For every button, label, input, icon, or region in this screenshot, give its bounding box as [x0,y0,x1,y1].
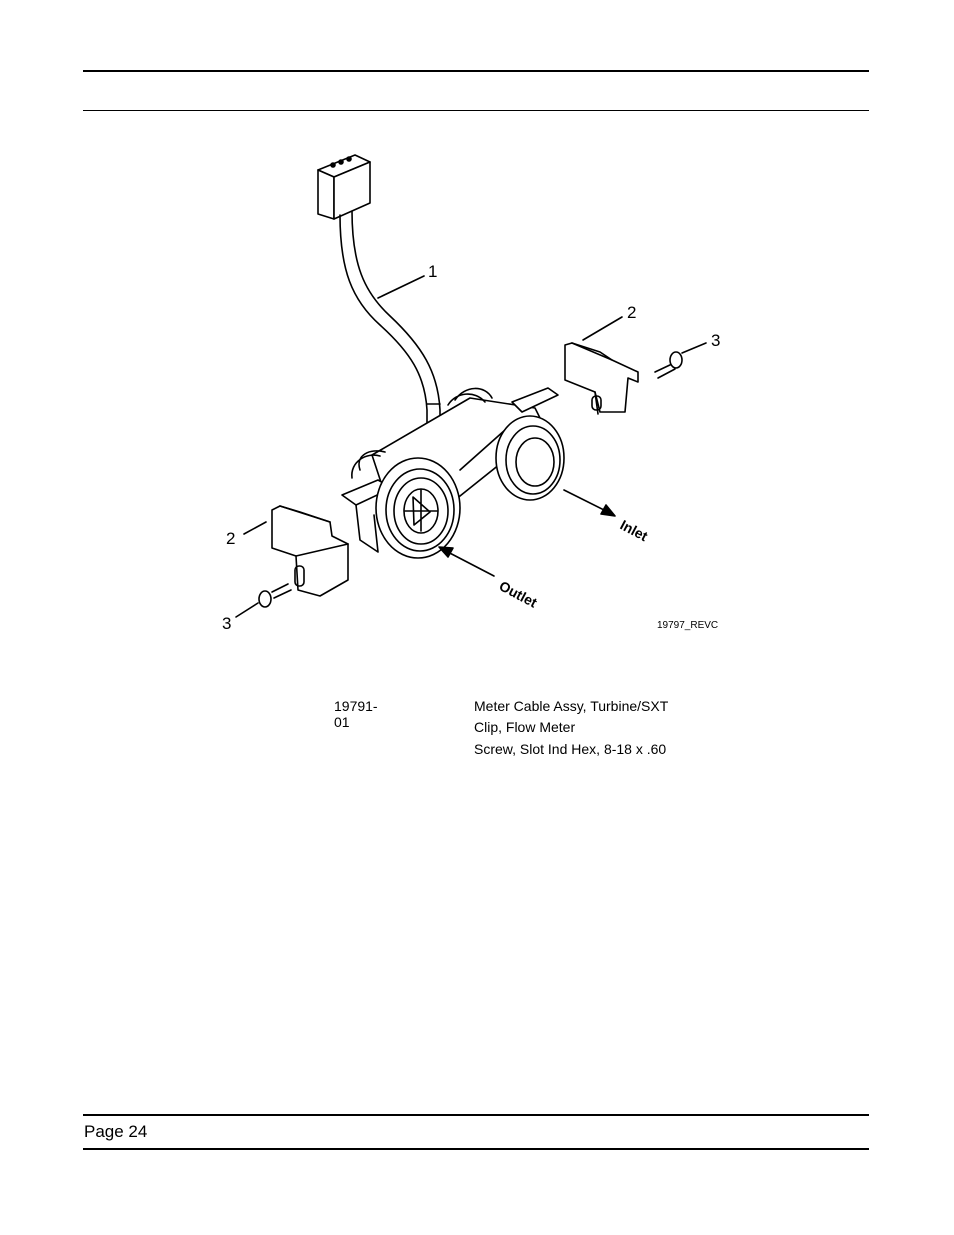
figure-id: 19797_REVC [657,620,718,631]
meter-cable [339,210,445,451]
leader-line-2-left [243,521,267,535]
screw-left [258,583,292,608]
cable-connector [317,154,371,220]
part-number: 19791-01 [334,698,378,730]
callout-2-left: 2 [226,529,235,548]
leader-line-3-right [681,342,707,354]
leader-line-1 [377,275,425,299]
outlet-port [375,457,461,559]
part-description: Screw, Slot Ind Hex, 8-18 x .60 [474,741,667,757]
part-description: Meter Cable Assy, Turbine/SXT [474,698,669,714]
outlet-label: Outlet [497,578,541,611]
page-number: Page 24 [84,1122,148,1141]
screw-right [654,351,683,379]
footer-rule-bottom [83,1148,869,1150]
clip-left [271,505,349,597]
inlet-label: Inlet [618,517,651,545]
callout-3-right: 3 [711,331,720,350]
part-description: Clip, Flow Meter [474,719,576,735]
header-rule-bottom [83,110,869,111]
flow-meter-exploded-diagram: 1 2 3 2 3 Inlet Outlet 19797_REVC [222,154,720,633]
callout-3-left: 3 [222,614,231,633]
leader-line-2-right [582,316,623,341]
callout-2-right: 2 [627,303,636,322]
leader-line-3-left [235,602,259,618]
clip-right [564,342,639,415]
inlet-port [495,415,565,501]
callout-1: 1 [428,262,437,281]
footer-rule-top [83,1114,869,1116]
header-rule-top [83,70,869,72]
